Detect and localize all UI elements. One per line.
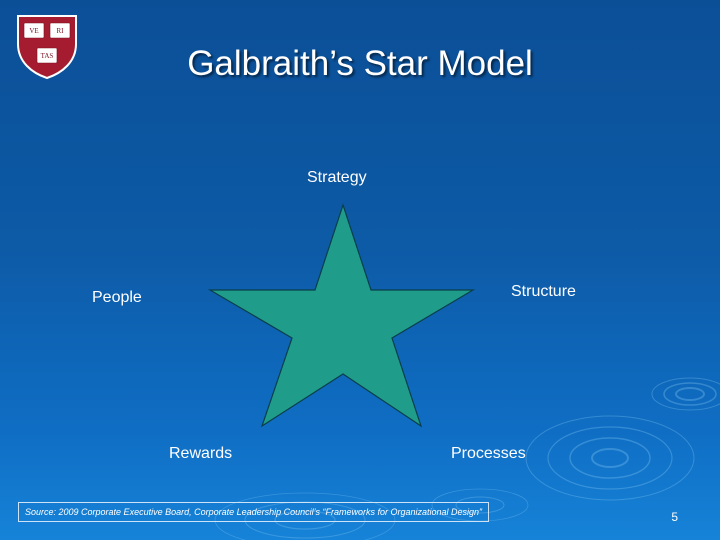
harvard-shield-logo: VE RI TAS xyxy=(17,15,77,80)
strategy-label: Strategy xyxy=(307,169,367,186)
star-shape xyxy=(207,203,476,428)
slide-title: Galbraith’s Star Model xyxy=(187,44,533,83)
structure-label: Structure xyxy=(511,283,576,300)
people-label: People xyxy=(92,289,142,306)
book-label: VE xyxy=(29,27,38,35)
page-number: 5 xyxy=(671,510,678,524)
book-label: TAS xyxy=(41,52,54,60)
processes-label: Processes xyxy=(451,445,526,462)
source-citation: Source: 2009 Corporate Executive Board, … xyxy=(18,502,490,522)
book-label: RI xyxy=(57,27,65,35)
rewards-label: Rewards xyxy=(169,445,233,462)
